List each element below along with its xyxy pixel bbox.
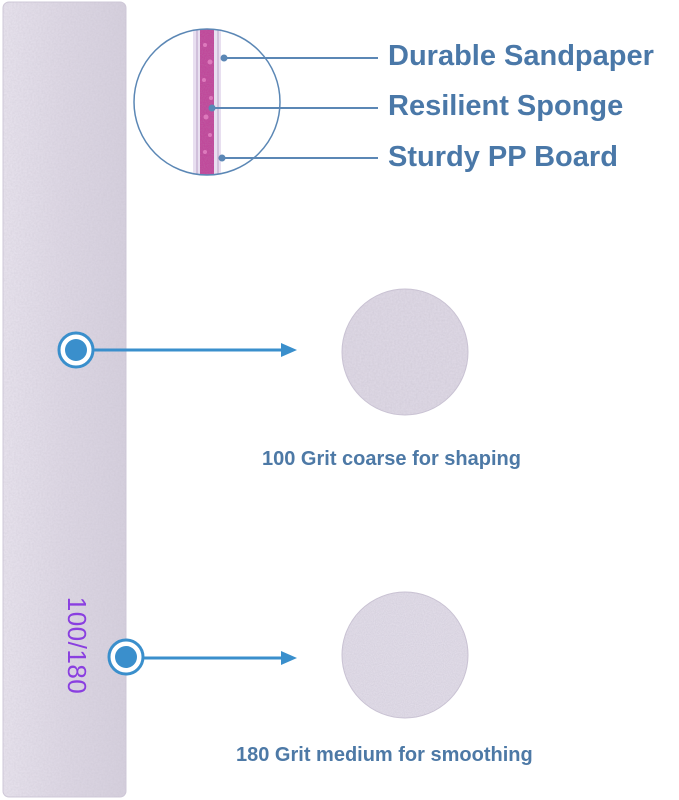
sponge-speckles [202, 43, 213, 154]
grit-100-zoom [341, 288, 469, 416]
nail-file [2, 1, 127, 798]
file-grit-marking-text: 100/180 [62, 596, 93, 694]
arrow-pointer-icon [107, 638, 297, 676]
layer-cross-section-magnifier [133, 28, 281, 176]
layer-label-sponge: Resilient Sponge [388, 90, 624, 122]
layer-label-sandpaper: Durable Sandpaper [388, 40, 654, 72]
grit-label-100: 100 Grit coarse for shaping [262, 448, 521, 470]
file-grit-marking: 100/180 [42, 590, 112, 700]
layer-label-board: Sturdy PP Board [388, 141, 618, 173]
arrow-pointer-icon [57, 331, 297, 369]
grit-label-180: 180 Grit medium for smoothing [236, 744, 533, 766]
layer-callout-lines [212, 57, 378, 159]
layer-callout-dots [208, 54, 228, 162]
grit-180-zoom [341, 591, 469, 719]
